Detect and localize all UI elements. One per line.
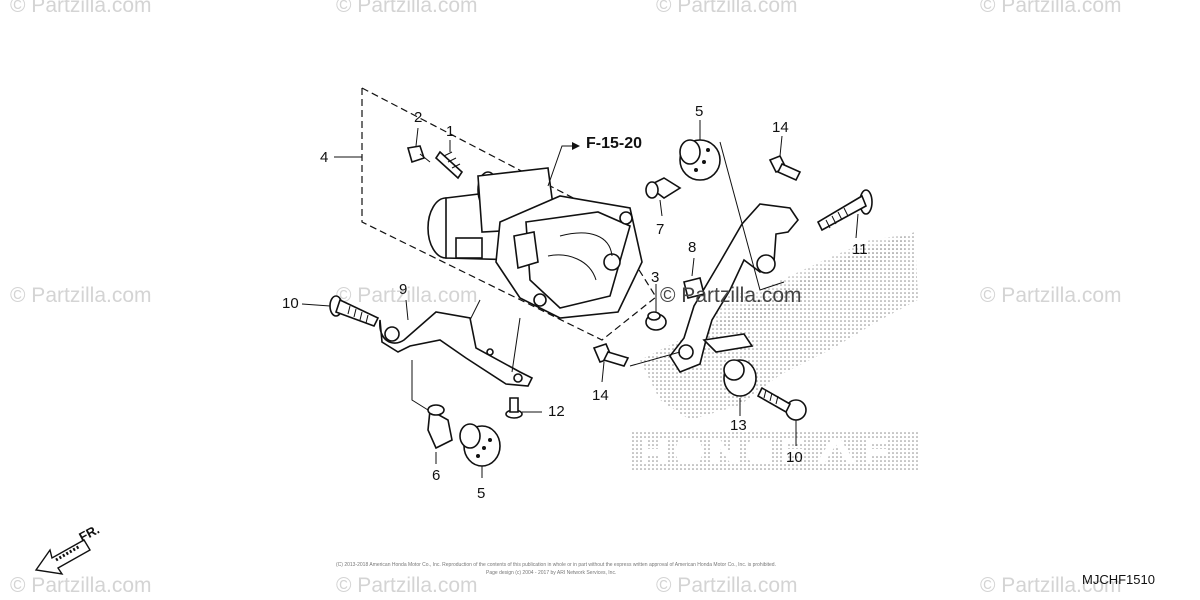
copyright-line-1: (C) 2013-2018 American Honda Motor Co., …	[336, 562, 776, 568]
watermark-mid-2: © Partzilla.com	[336, 284, 478, 307]
watermark-top-4: © Partzilla.com	[980, 0, 1122, 17]
watermark-center: © Partzilla.com	[660, 284, 802, 307]
callout-12: 12	[548, 403, 565, 420]
bolt-14-top	[768, 154, 802, 182]
bolt-11	[816, 189, 873, 232]
watermark-mid-1: © Partzilla.com	[10, 284, 152, 307]
front-arrow-label: FR.	[76, 522, 102, 545]
leader-lines	[301, 120, 859, 478]
callout-4: 4	[320, 149, 328, 166]
screw-12	[505, 397, 523, 419]
callout-14-bottom: 14	[592, 387, 609, 404]
watermark-top-1: © Partzilla.com	[10, 0, 152, 17]
collar-7	[645, 177, 682, 199]
callout-7: 7	[656, 221, 664, 238]
watermark-top-2: © Partzilla.com	[336, 0, 478, 17]
callout-3: 3	[651, 269, 659, 286]
collar-6	[427, 404, 453, 450]
callout-2: 2	[414, 109, 422, 126]
callout-6: 6	[432, 467, 440, 484]
callout-5-bottom: 5	[477, 485, 485, 502]
bracket-9	[379, 311, 534, 387]
watermark-bot-3: © Partzilla.com	[656, 574, 798, 597]
watermark-bot-2: © Partzilla.com	[336, 574, 478, 597]
watermark-bot-1: © Partzilla.com	[10, 574, 152, 597]
callout-10-right: 10	[786, 449, 803, 466]
bolt-10-left	[329, 295, 380, 327]
collar-3	[645, 311, 667, 331]
actuator-assembly	[427, 167, 643, 319]
grommet-13	[723, 359, 757, 397]
grommet-5-bottom	[459, 423, 501, 467]
callout-13: 13	[730, 417, 747, 434]
callout-14-top: 14	[772, 119, 789, 136]
callout-5-top: 5	[695, 103, 703, 120]
watermark-top-3: © Partzilla.com	[656, 0, 798, 17]
copyright-line-2: Page design (c) 2004 - 2017 by ARI Netwo…	[486, 570, 616, 576]
grommet-5-top	[679, 139, 721, 181]
callout-9: 9	[399, 281, 407, 298]
screw-1	[434, 150, 464, 180]
watermark-mid-4: © Partzilla.com	[980, 284, 1122, 307]
callout-1: 1	[446, 123, 454, 140]
callout-11: 11	[852, 241, 868, 258]
honda-wing-logo	[630, 232, 920, 470]
callout-10-left: 10	[282, 295, 299, 312]
bleeder-2	[406, 145, 431, 164]
front-arrow-icon	[34, 539, 91, 575]
bolt-10-right	[756, 386, 807, 421]
callout-8: 8	[688, 239, 696, 256]
reference-label: F-15-20	[586, 135, 642, 152]
bolt-14-bottom	[592, 343, 630, 367]
diagram-code: MJCHF1510	[1082, 572, 1155, 587]
watermark-bot-4: © Partzilla.com	[980, 574, 1122, 597]
bracket-8	[669, 203, 799, 373]
